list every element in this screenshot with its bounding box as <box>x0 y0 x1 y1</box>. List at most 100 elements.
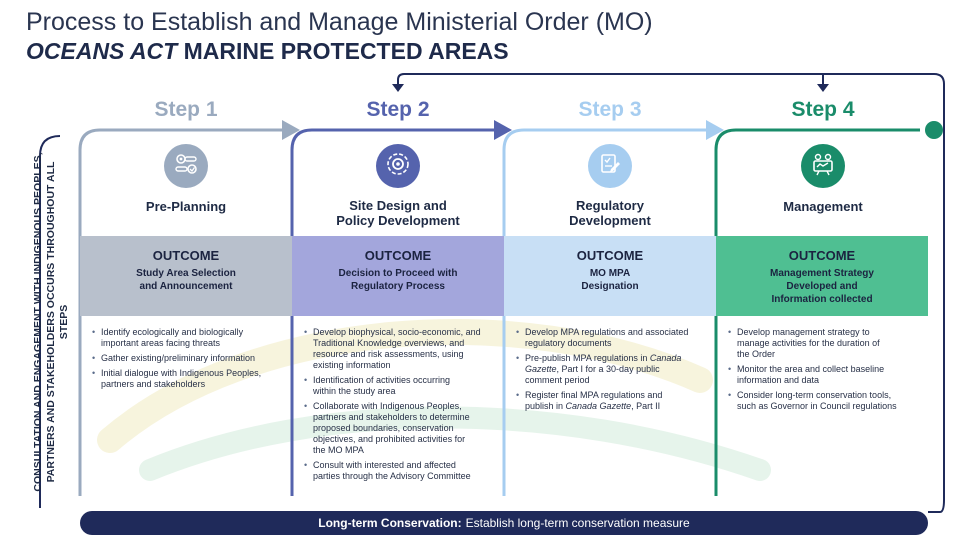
step3-connector-line <box>502 128 716 496</box>
step-1-outcome-box: OUTCOME Study Area Selection and Announcem… <box>80 236 292 316</box>
step-2-outcome-line: Decision to Proceed with <box>338 268 458 279</box>
list-item-line: the Order <box>737 349 776 359</box>
document-checklist-icon <box>597 151 623 182</box>
list-item: Register final MPA regulations andpublis… <box>516 390 712 412</box>
list-item-line: parties through the Advisory Committee <box>313 471 471 481</box>
step2-connector-line <box>290 128 504 496</box>
list-item-line: Identify ecologically and biologically <box>101 327 244 337</box>
list-item-line: resource and risk assessments, using <box>313 349 464 359</box>
step-4-outcome-line: Information collected <box>771 294 873 305</box>
step-4-outcome-title: OUTCOME <box>788 248 856 263</box>
step4-connector-line <box>714 128 920 496</box>
list-item-line: Pre-publish MPA regulations in Canada <box>525 353 682 363</box>
step-1-icon-badge <box>164 144 208 188</box>
step-1-activity-list: Identify ecologically and biologicallyim… <box>92 327 288 394</box>
gear-cycle-icon <box>384 150 412 183</box>
side-bracket-line <box>39 135 61 508</box>
list-item: Consider long-term conservation tools,su… <box>728 390 924 412</box>
step-1-outcome-line: and Announcement <box>139 281 233 292</box>
step4-end-dot <box>925 121 943 139</box>
list-item: Develop MPA regulations and associatedre… <box>516 327 712 349</box>
list-item-line: existing information <box>313 360 391 370</box>
step-2-activity-list: Develop biophysical, socio-economic, and… <box>304 327 500 486</box>
loop-arrowhead-step2 <box>392 84 404 92</box>
list-item: Initial dialogue with Indigenous Peoples… <box>92 368 288 390</box>
italic-text: Canada Gazette <box>565 401 632 411</box>
step-1-outcome-text: Study Area Selection and Announcement <box>80 267 292 293</box>
loop-line-top <box>397 73 945 513</box>
step-1-outcome-title: OUTCOME <box>152 248 220 263</box>
step1-arrowhead <box>282 120 300 140</box>
step2-arrowhead <box>494 120 512 140</box>
step-1-label: Step 1 <box>154 98 218 121</box>
list-item: Collaborate with Indigenous Peoples,part… <box>304 401 500 456</box>
list-item: Monitor the area and collect baselineinf… <box>728 364 924 386</box>
step1-connector-line <box>78 128 292 496</box>
italic-text: Gazette <box>525 364 557 374</box>
subtitle-rest: MARINE PROTECTED AREAS <box>177 38 509 64</box>
step-2-name-line: Policy Development <box>336 213 460 228</box>
process-gears-icon <box>173 151 199 182</box>
list-item-line: Gazette, Part I for a 30-day public <box>525 364 660 374</box>
page-title: Process to Establish and Manage Minister… <box>26 8 653 36</box>
step-2-outcome-title: OUTCOME <box>364 248 432 263</box>
step3-arrowhead <box>706 120 724 140</box>
step-3-label: Step 3 <box>578 98 642 121</box>
step-2-icon-badge <box>376 144 420 188</box>
list-item-line: Register final MPA regulations and <box>525 390 663 400</box>
step-4-outcome-line: Developed and <box>786 281 858 292</box>
list-item: Identification of activities occurringwi… <box>304 375 500 397</box>
step-2-label: Step 2 <box>366 98 430 121</box>
list-item-line: such as Governor in Council regulations <box>737 401 897 411</box>
step-4-label: Step 4 <box>791 98 855 121</box>
list-item-line: regulatory documents <box>525 338 612 348</box>
step-4-name-line: Management <box>783 199 863 214</box>
list-item-line: Initial dialogue with Indigenous Peoples… <box>101 368 262 378</box>
consultation-side-note: CONSULTATION AND ENGAGEMENT WITH INDIGEN… <box>32 147 72 497</box>
list-item: Consult with interested and affectedpart… <box>304 460 500 482</box>
list-item-line: Gather existing/preliminary information <box>101 353 256 363</box>
list-item: Develop biophysical, socio-economic, and… <box>304 327 500 371</box>
list-item: Identify ecologically and biologicallyim… <box>92 327 288 349</box>
list-item-line: the MO MPA <box>313 445 364 455</box>
bottom-bar-text: Establish long-term conservation measure <box>465 516 690 530</box>
step-3-icon-badge <box>588 144 632 188</box>
step-3-outcome-title: OUTCOME <box>576 248 644 263</box>
list-item-line: important areas facing threats <box>101 338 221 348</box>
list-item-line: Consider long-term conservation tools, <box>737 390 892 400</box>
step-3-outcome-line: MO MPA <box>589 268 631 279</box>
step-3-name-line: Regulatory <box>576 198 644 213</box>
step-2-outcome-line: Regulatory Process <box>351 281 445 292</box>
list-item-line: Monitor the area and collect baseline <box>737 364 885 374</box>
list-item-line: within the study area <box>313 386 396 396</box>
list-item-line: Develop biophysical, socio-economic, and <box>313 327 481 337</box>
list-item-line: objectives, and prohibited activities fo… <box>313 434 466 444</box>
list-item-line: comment period <box>525 375 590 385</box>
list-item-line: information and data <box>737 375 820 385</box>
list-item-line: Traditional Knowledge overviews, and <box>313 338 465 348</box>
list-item-line: Develop management strategy to <box>737 327 870 337</box>
step-1-name: Pre-Planning <box>86 199 286 214</box>
step-3-outcome-line: Designation <box>581 281 639 292</box>
list-item-line: Collaborate with Indigenous Peoples, <box>313 401 462 411</box>
list-item: Pre-publish MPA regulations in CanadaGaz… <box>516 353 712 386</box>
list-item-line: Identification of activities occurring <box>313 375 451 385</box>
step-4-name: Management <box>723 199 923 214</box>
loop-arrowhead-step4 <box>817 84 829 92</box>
italic-text: Canada <box>649 353 682 363</box>
step-3-outcome-text: MO MPA Designation <box>504 267 716 293</box>
list-item-line: publish in Canada Gazette, Part II <box>525 401 661 411</box>
side-note-line-1: CONSULTATION AND ENGAGEMENT WITH INDIGEN… <box>32 152 44 492</box>
page-subtitle: OCEANS ACT MARINE PROTECTED AREAS <box>26 38 509 65</box>
step-1-outcome-line: Study Area Selection <box>136 268 236 279</box>
step-1-name-line: Pre-Planning <box>145 199 227 214</box>
step-3-activity-list: Develop MPA regulations and associatedre… <box>516 327 712 416</box>
